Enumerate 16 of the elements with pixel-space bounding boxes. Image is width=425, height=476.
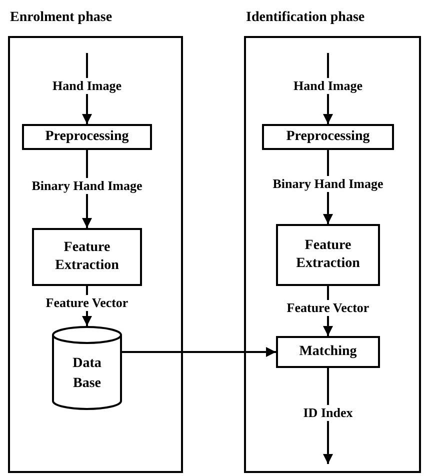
node-label: Feature Extraction (54, 239, 120, 275)
arrow (122, 347, 276, 357)
node-label: Matching (299, 343, 357, 361)
process-box (32, 228, 142, 286)
process-box (262, 124, 394, 150)
node-label: Preprocessing (45, 128, 129, 146)
node-label: Feature Extraction (295, 237, 361, 273)
edge-label: Hand Image (290, 78, 366, 94)
process-box (276, 224, 380, 286)
panel-heading: Enrolment phase (10, 9, 112, 27)
process-box (276, 336, 380, 368)
panel-heading: Identification phase (246, 9, 365, 27)
node-label: Data Base (72, 355, 102, 393)
node-label: Preprocessing (286, 128, 370, 146)
process-box (22, 124, 152, 150)
edge-label: Hand Image (50, 78, 124, 94)
